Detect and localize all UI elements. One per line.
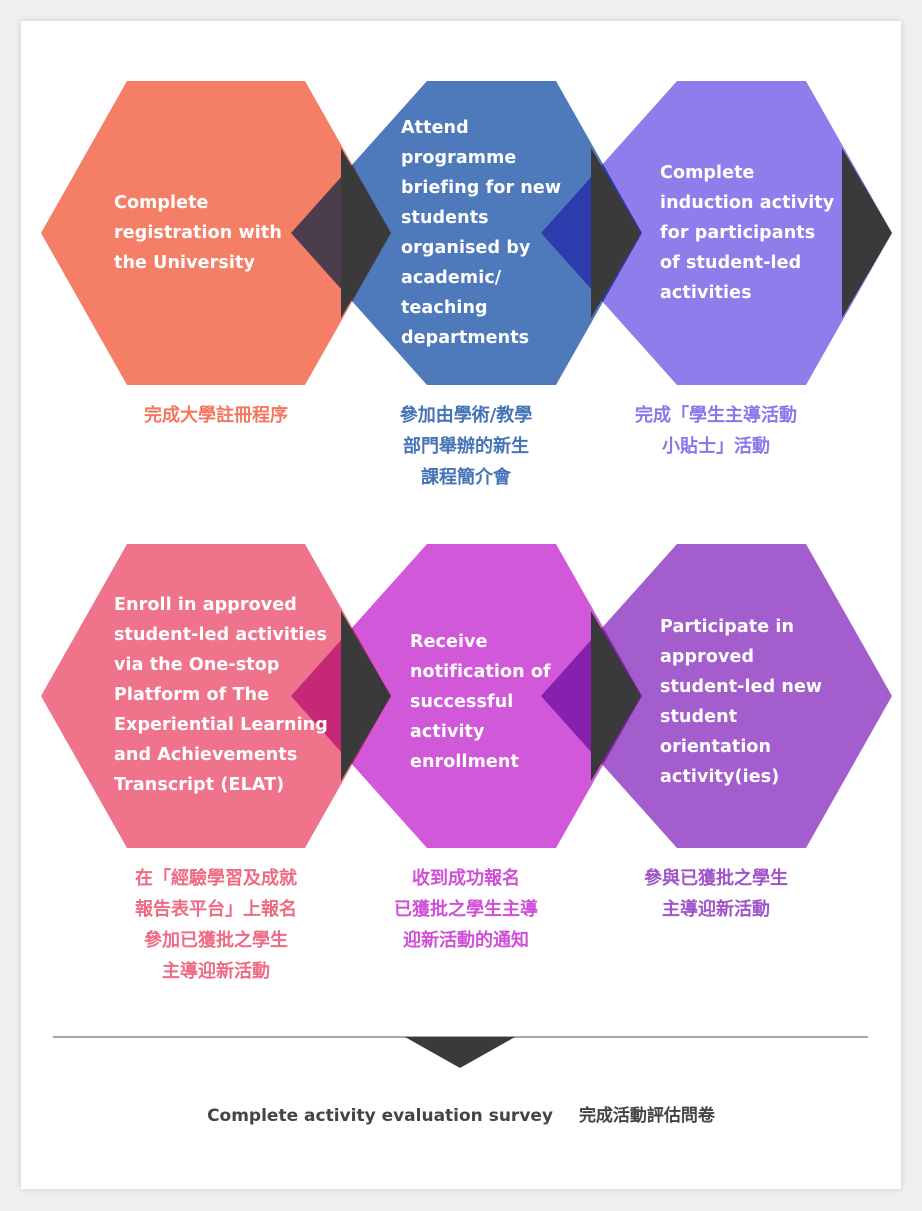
arrow-step-4-to-5 [341,611,391,781]
step-6-chinese-label: 參與已獲批之學生 主導迎新活動 [644,868,788,920]
step-2-description: Attend programme briefing for new studen… [401,118,562,348]
step-5-description: Receive notification of successful activ… [410,632,551,772]
arrow-step-3-end [842,148,892,318]
step-3-chinese-label: 完成「學生主導活動 小貼士」活動 [635,405,797,457]
step-6-description: Participate in approved student-led new … [660,617,823,787]
step-1-chinese-label: 完成大學註冊程序 [144,405,288,426]
footer-label: Complete activity evaluation survey 完成活動… [0,1101,922,1126]
hexagon-step-6 [541,544,892,848]
footer-english: Complete activity evaluation survey [207,1106,554,1126]
footer-chinese: 完成活動評估問卷 [578,1106,715,1126]
arrow-step-5-to-6 [591,611,641,781]
step-4-description: Enroll in approved student-led activitie… [114,595,328,795]
step-1-description: Complete registration with the Universit… [114,193,282,273]
hexagon-step-1 [41,81,391,385]
step-2-chinese-label: 參加由學術/教學 部門舉辦的新生 課程簡介會 [399,405,533,488]
arrow-step-1-to-2 [341,148,391,318]
arrow-step-2-to-3 [591,148,641,318]
step-5-chinese-label: 收到成功報名 已獲批之學生主導 迎新活動的通知 [394,868,538,951]
hexagon-step-5 [291,544,642,848]
footer-arrow [405,1037,515,1068]
hexagon-step-2 [291,81,642,385]
hexagon-step-4 [41,544,391,848]
hexagon-step-3 [541,81,892,385]
step-3-description: Complete induction activity for particip… [660,163,835,303]
step-4-chinese-label: 在「經驗學習及成就 報告表平台」上報名 參加已獲批之學生 主導迎新活動 [135,868,297,982]
